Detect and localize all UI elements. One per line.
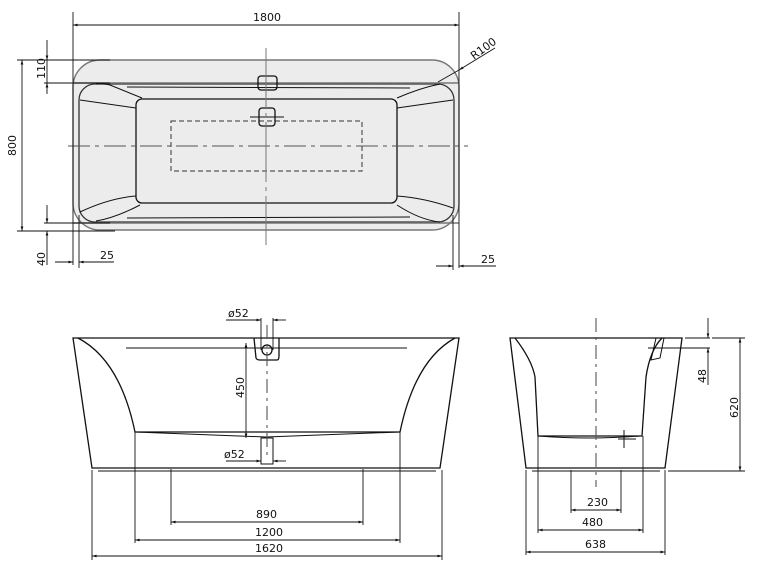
dim-rim-110: 110: [35, 58, 48, 79]
overflow-fitting: [253, 337, 280, 361]
overflow-knob: [257, 75, 278, 91]
top-view: 1800 800 110 40 25 25 R100: [6, 11, 499, 270]
dim-left-25: 25: [100, 249, 114, 262]
dim-feet-230: 230: [587, 496, 608, 509]
side-view: 48 620 230 480 638: [509, 318, 745, 555]
tub-outline-front: [72, 337, 460, 469]
dim-bottom-638: 638: [585, 538, 606, 551]
dim-drain-dia: ø52: [224, 448, 245, 461]
dim-overflow-48: 48: [696, 369, 709, 383]
dim-feet-890: 890: [256, 508, 277, 521]
dim-height-620: 620: [728, 397, 741, 418]
dim-overflow-drain-450: 450: [234, 377, 247, 398]
tub-outline-side: [509, 337, 683, 469]
dim-radius-r100: R100: [468, 35, 499, 62]
dim-offset-40: 40: [35, 252, 48, 266]
front-view: ø52 ø52 450 890 1200 1620: [72, 307, 460, 560]
dim-length-1800: 1800: [253, 11, 281, 24]
dim-bottom-1620: 1620: [255, 542, 283, 555]
dim-width-800: 800: [6, 135, 19, 156]
dim-overflow-dia: ø52: [228, 307, 249, 320]
dim-base-480: 480: [582, 516, 603, 529]
dim-base-1200: 1200: [255, 526, 283, 539]
dim-right-25: 25: [481, 253, 495, 266]
